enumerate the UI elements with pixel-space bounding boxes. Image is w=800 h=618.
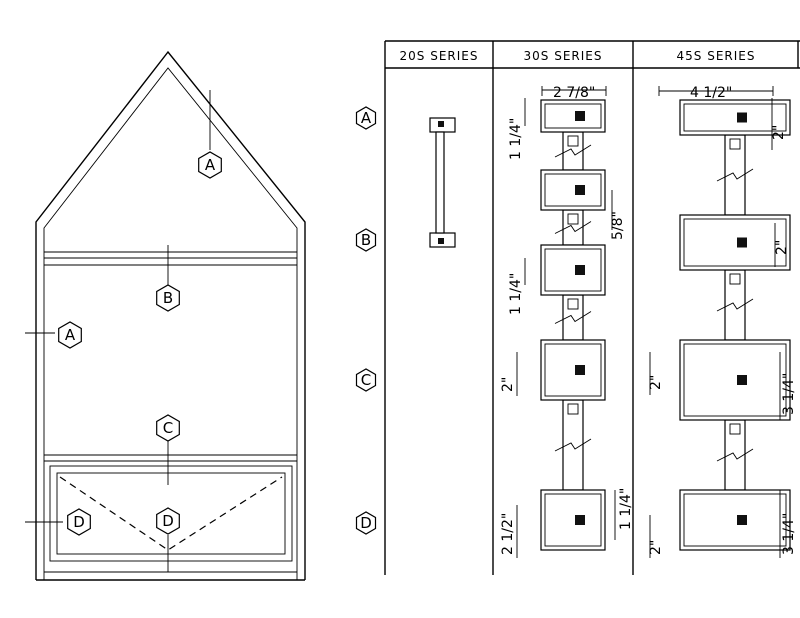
- callout-letter: B: [163, 289, 173, 307]
- frame-profile: [679, 339, 791, 421]
- frame-profile: [679, 214, 791, 271]
- dim-45s-a: 2": [771, 125, 787, 140]
- elevation-callout[interactable]: A: [58, 321, 82, 349]
- elevation-callout[interactable]: C: [156, 414, 180, 442]
- frame-profile: [540, 339, 606, 401]
- dim-30s-c: 1 1/4": [508, 273, 524, 315]
- series-table: 20S SERIES 30S SERIES 45S SERIES: [384, 40, 800, 575]
- callout-letter: C: [361, 371, 371, 389]
- frame-profile: [679, 489, 791, 551]
- profile-30s-series: [516, 86, 616, 558]
- column-header-20s: 20S SERIES: [400, 49, 479, 63]
- gasket: [737, 515, 747, 525]
- hexagon-icon: [355, 106, 377, 130]
- break-line: [554, 221, 592, 234]
- row-label-b: B: [355, 228, 377, 252]
- callout-letter: A: [205, 156, 216, 174]
- dim-30s-f: 2 1/2": [500, 513, 516, 555]
- elevation-callout[interactable]: D: [156, 507, 180, 535]
- gasket: [737, 112, 747, 123]
- row-label-d: D: [355, 511, 377, 535]
- dim-45s-b: 2": [774, 240, 790, 255]
- window-elevation: [25, 50, 306, 581]
- gasket: [575, 365, 585, 375]
- callout-letter: A: [361, 109, 372, 127]
- dim-45s-width: 4 1/2": [690, 85, 732, 101]
- hexagon-icon: [156, 414, 180, 442]
- dim-45s-c: 2": [648, 375, 664, 390]
- gasket: [575, 111, 585, 121]
- dim-45s-d: 3 1/4": [781, 373, 797, 415]
- column-header-45s: 45S SERIES: [677, 49, 756, 63]
- gasket: [575, 515, 585, 525]
- hexagon-icon: [355, 228, 377, 252]
- callout-letter: D: [73, 513, 85, 531]
- frame-profile: [540, 244, 606, 296]
- break-line: [554, 311, 592, 324]
- profile-20s-series: [429, 117, 456, 248]
- callout-letter: D: [360, 514, 372, 532]
- callout-letter: A: [65, 326, 76, 344]
- gasket: [575, 185, 585, 195]
- row-label-c: C: [355, 368, 377, 392]
- break-line: [716, 448, 754, 462]
- gasket: [737, 237, 747, 248]
- dim-30s-width: 2 7/8": [553, 85, 595, 101]
- break-line: [554, 144, 592, 158]
- break-line: [716, 168, 754, 182]
- dimension-labels: 2 7/8" 1 1/4" 5/8" 1 1/4" 2" 1 1/4" 2 1/…: [500, 85, 797, 555]
- callout-letter: D: [162, 512, 174, 530]
- hexagon-icon: [67, 508, 91, 536]
- column-header-30s: 30S SERIES: [524, 49, 603, 63]
- break-line: [716, 298, 754, 312]
- elevation-callout[interactable]: A: [198, 151, 222, 179]
- profile-45s-series: [649, 86, 791, 558]
- break-line: [554, 438, 592, 452]
- hexagon-icon: [355, 368, 377, 392]
- frame-profile: [540, 489, 606, 551]
- frame-profile: [540, 99, 606, 133]
- gasket: [737, 375, 747, 385]
- hexagon-icon: [156, 507, 180, 535]
- hexagon-icon: [198, 151, 222, 179]
- frame-profile: [540, 169, 606, 211]
- hexagon-icon: [156, 284, 180, 312]
- callout-letter: B: [361, 231, 371, 249]
- hexagon-icon: [58, 321, 82, 349]
- dim-30s-a: 1 1/4": [508, 118, 524, 160]
- elevation-callout[interactable]: D: [67, 508, 91, 536]
- dim-45s-e: 2": [648, 540, 664, 555]
- elevation-callout[interactable]: B: [156, 284, 180, 312]
- gasket: [575, 265, 585, 275]
- dim-30s-d: 2": [500, 377, 516, 392]
- dim-30s-b: 5/8": [610, 211, 626, 240]
- callout-letter: C: [163, 419, 173, 437]
- dim-30s-e: 1 1/4": [618, 488, 634, 530]
- dim-45s-f: 3 1/4": [781, 513, 797, 555]
- hexagon-icon: [355, 511, 377, 535]
- row-label-a: A: [355, 106, 377, 130]
